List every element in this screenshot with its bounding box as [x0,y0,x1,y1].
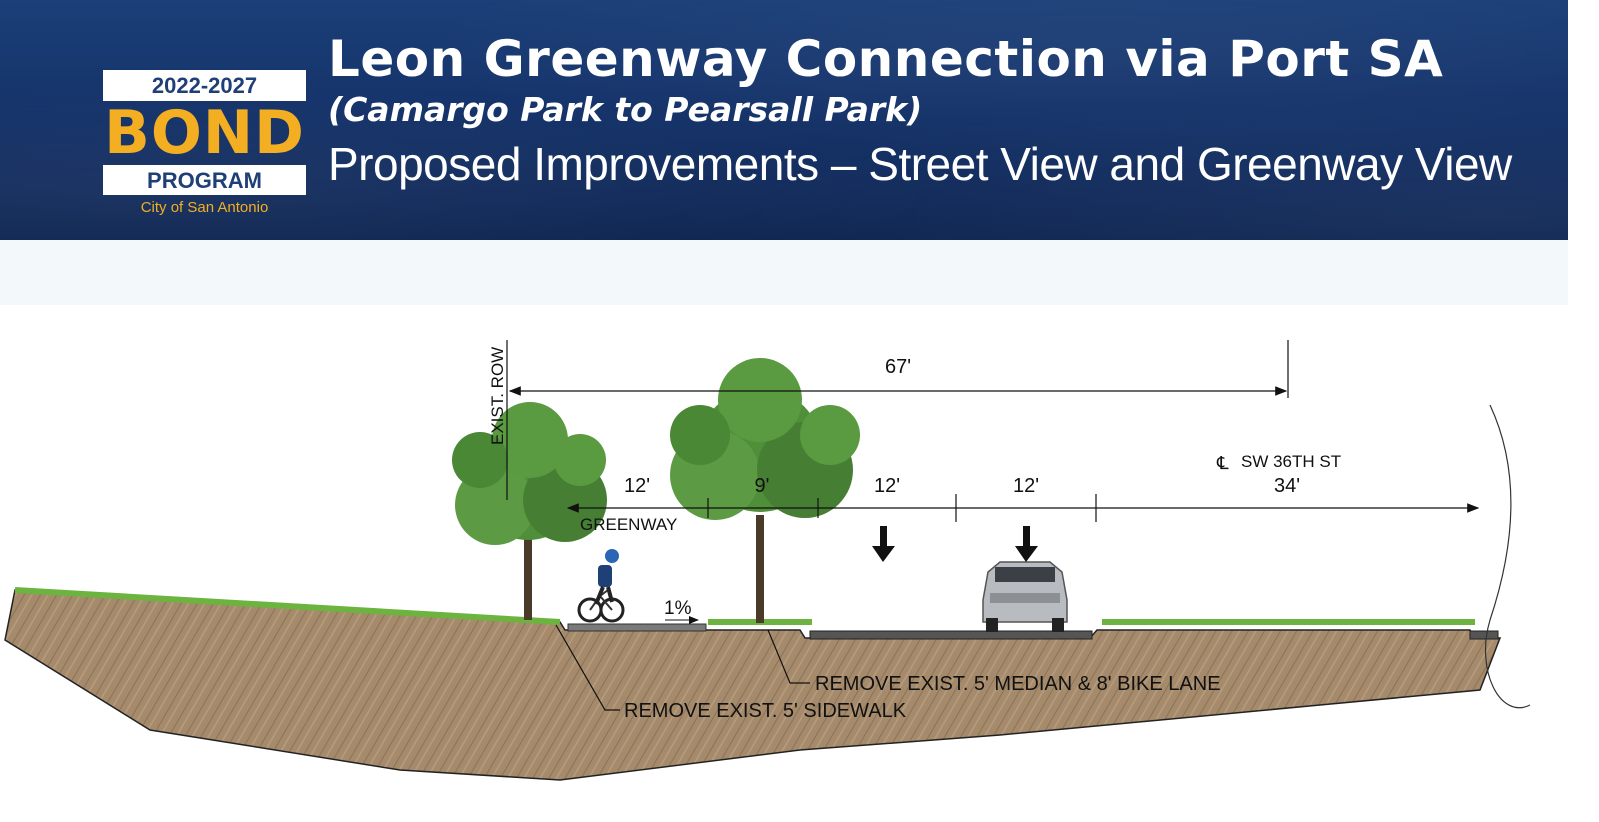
lane-direction-arrow [1015,526,1038,562]
dim-half-street: 34' [1274,475,1300,497]
car-icon [982,561,1068,632]
banner-watermark [0,0,1568,240]
tree-right [670,358,860,623]
greenway-label: GREENWAY [580,515,677,534]
callout-leader-sidewalk [555,624,620,711]
centerline-label: SW 36TH ST [1241,452,1341,471]
callout-sidewalk: REMOVE EXIST. 5' SIDEWALK [624,700,907,722]
page-subtitle-2: Proposed Improvements – Street View and … [328,138,1512,190]
section-break-line [1485,404,1531,709]
header-band [0,240,1568,305]
logo-program: PROGRAM [103,165,306,195]
dim-lane-1: 12' [874,475,900,497]
dim-lane-2: 12' [1013,475,1039,497]
overall-dimension: 67' [885,356,911,378]
greenway-pavement [567,623,707,632]
header-banner: 2022-2027 BOND PROGRAM City of San Anton… [0,0,1568,240]
dim-greenway: 12' [624,475,650,497]
logo-bond-word: BOND [104,98,305,168]
slope-label: 1% [664,598,692,619]
page-title: Leon Greenway Connection via Port SA [328,30,1444,88]
callout-median: REMOVE EXIST. 5' MEDIAN & 8' BIKE LANE [815,673,1221,695]
far-curb [1469,630,1499,640]
page-subtitle: (Camargo Park to Pearsall Park) [328,90,923,129]
bond-program-logo: 2022-2027 BOND PROGRAM City of San Anton… [103,70,306,216]
street-cross-section: EXIST. ROW ℄ SW 36TH ST 67' 12' 9' 12' 1… [4,340,1531,781]
callout-leader-median [767,629,810,684]
roadway-pavement [809,630,1093,640]
grass-left [14,587,561,625]
row-label: EXIST. ROW [488,347,507,445]
lane-direction-arrow [872,526,895,562]
tree-left [452,402,607,620]
cyclist-icon [577,549,625,623]
logo-city: City of San Antonio [140,199,269,216]
soil-profile [4,589,1502,781]
centerline-symbol: ℄ [1216,453,1229,473]
logo-years: 2022-2027 [103,70,306,101]
dim-median: 9' [755,475,770,497]
